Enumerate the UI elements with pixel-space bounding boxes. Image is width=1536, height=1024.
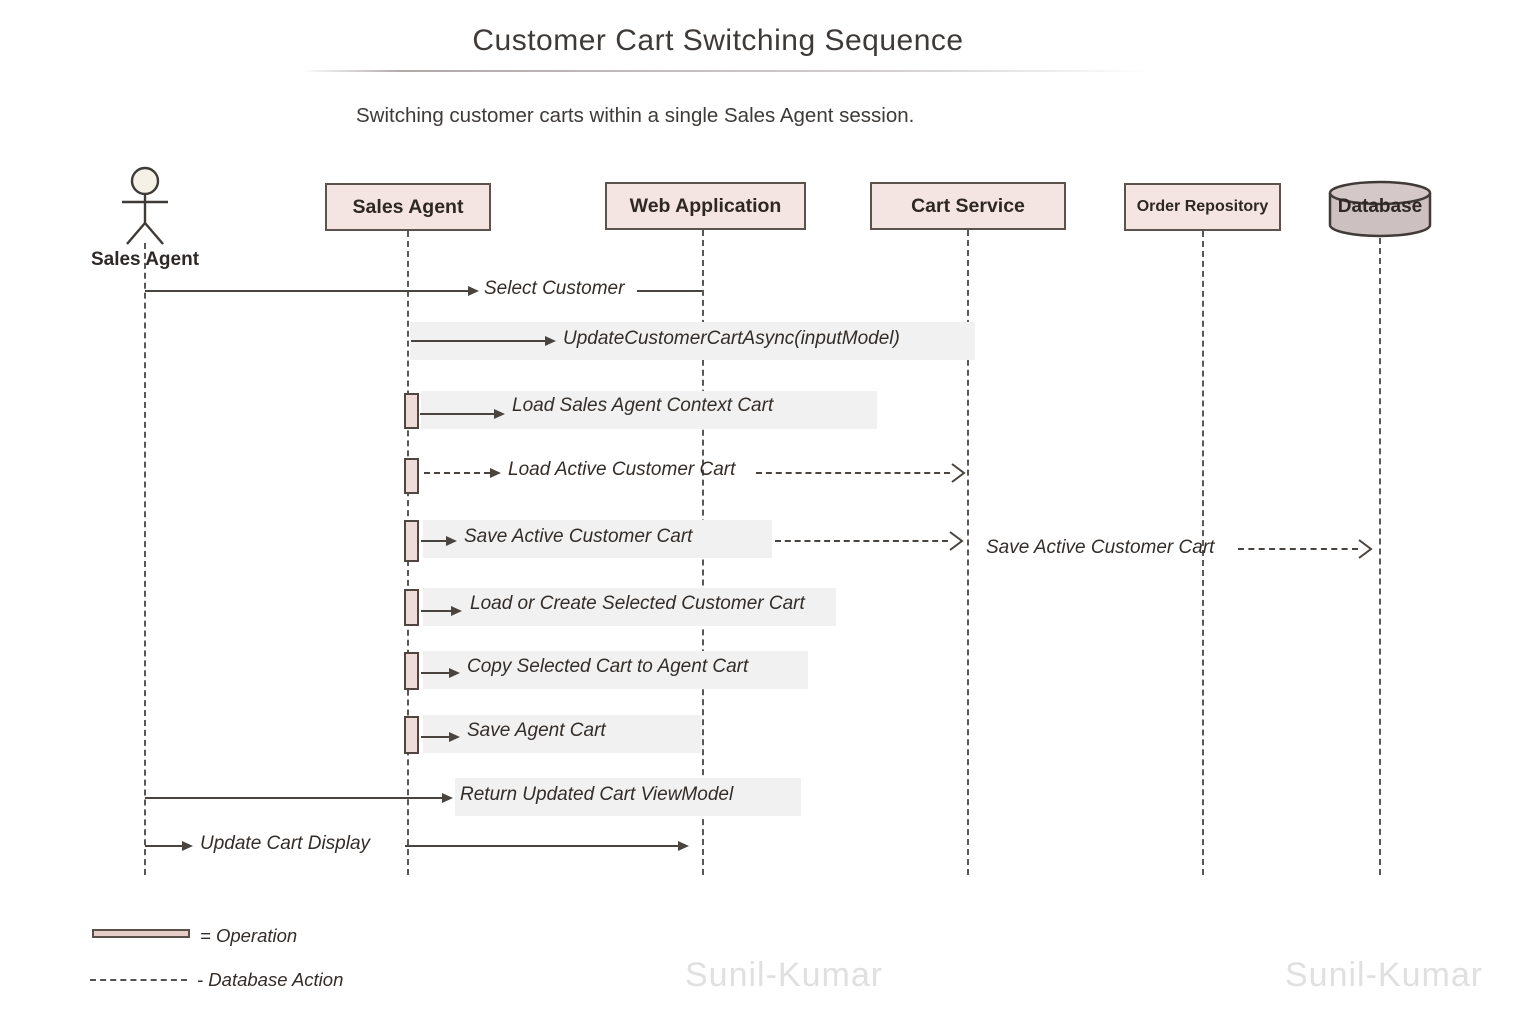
lifeline-database <box>1379 238 1381 875</box>
watermark: Sunil-Kumar <box>1285 956 1484 994</box>
arrowhead-icon <box>182 841 193 851</box>
actor-label: Sales Agent <box>90 249 200 270</box>
arrowhead-icon <box>449 668 460 678</box>
legend-operation-label: = Operation <box>200 925 298 946</box>
database-cylinder-icon: Database <box>1324 180 1436 238</box>
open-arrowhead-icon <box>1356 538 1374 560</box>
participant-sales-agent: Sales Agent <box>325 183 491 231</box>
legend-dashed-line-icon <box>90 979 187 981</box>
arrowhead-icon <box>451 606 462 616</box>
legend-operation-bar-icon <box>92 929 190 938</box>
page-subtitle: Switching customer carts within a single… <box>356 104 915 127</box>
activation-bar <box>404 520 419 562</box>
watermark: Sunil-Kumar <box>685 956 884 994</box>
legend-database-action-label: - Database Action <box>197 969 344 990</box>
message-line <box>411 340 545 342</box>
participant-label: Cart Service <box>911 194 1025 217</box>
participant-label-database: Database <box>1337 196 1423 217</box>
activation-bar <box>404 652 419 690</box>
arrowhead-icon <box>449 732 460 742</box>
message-line <box>405 845 678 847</box>
highlight-band <box>455 778 801 816</box>
participant-label: Sales Agent <box>352 195 464 218</box>
activation-bar <box>404 589 419 626</box>
message-line <box>145 845 182 847</box>
arrowhead-icon <box>494 409 505 419</box>
message-line <box>424 472 490 474</box>
open-arrowhead-icon <box>949 462 967 484</box>
message-label: Save Active Customer Cart <box>986 537 1215 558</box>
highlight-band <box>423 651 808 689</box>
arrowhead-icon <box>545 336 556 346</box>
message-label: Save Agent Cart <box>467 720 606 741</box>
message-line <box>756 472 950 474</box>
message-label: Load or Create Selected Customer Cart <box>470 593 805 614</box>
message-line <box>1238 548 1358 550</box>
participant-label: Order Repository <box>1136 198 1269 215</box>
participant-cart-service: Cart Service <box>870 182 1066 230</box>
message-label: Update Cart Display <box>200 833 371 854</box>
arrowhead-icon <box>442 793 453 803</box>
arrowhead-icon <box>468 286 479 296</box>
message-line <box>421 610 451 612</box>
highlight-band <box>423 520 772 558</box>
highlight-band <box>423 588 836 626</box>
page-title: Customer Cart Switching Sequence <box>472 24 964 57</box>
message-line <box>145 797 442 799</box>
activation-bar <box>404 393 419 429</box>
message-label: Load Active Customer Cart <box>508 459 736 480</box>
lifeline-order-repository <box>1202 231 1204 875</box>
activation-bar <box>404 716 419 754</box>
arrowhead-icon <box>678 841 689 851</box>
message-label: Select Customer <box>484 278 625 299</box>
message-line <box>637 290 702 292</box>
participant-label: Web Application <box>629 194 782 217</box>
participant-order-repository: Order Repository <box>1124 183 1281 231</box>
participant-web-application: Web Application <box>605 182 806 230</box>
actor-icon <box>115 164 175 248</box>
message-label: Save Active Customer Cart <box>464 526 693 547</box>
highlight-band <box>423 715 701 753</box>
message-label: Load Sales Agent Context Cart <box>512 395 774 416</box>
open-arrowhead-icon <box>947 530 965 552</box>
message-label: UpdateCustomerCartAsync(inputModel) <box>563 328 900 349</box>
lifeline-cart-service <box>967 230 969 875</box>
arrowhead-icon <box>446 536 457 546</box>
message-line <box>420 413 494 415</box>
message-label: Return Updated Cart ViewModel <box>460 784 734 805</box>
activation-bar <box>404 458 419 494</box>
lifeline-actor <box>144 243 146 875</box>
message-label: Copy Selected Cart to Agent Cart <box>467 656 749 677</box>
message-line <box>145 290 468 292</box>
arrowhead-icon <box>490 468 501 478</box>
message-line <box>421 540 446 542</box>
message-line <box>775 540 948 542</box>
message-line <box>421 736 449 738</box>
message-line <box>421 672 449 674</box>
title-divider <box>300 70 1152 72</box>
